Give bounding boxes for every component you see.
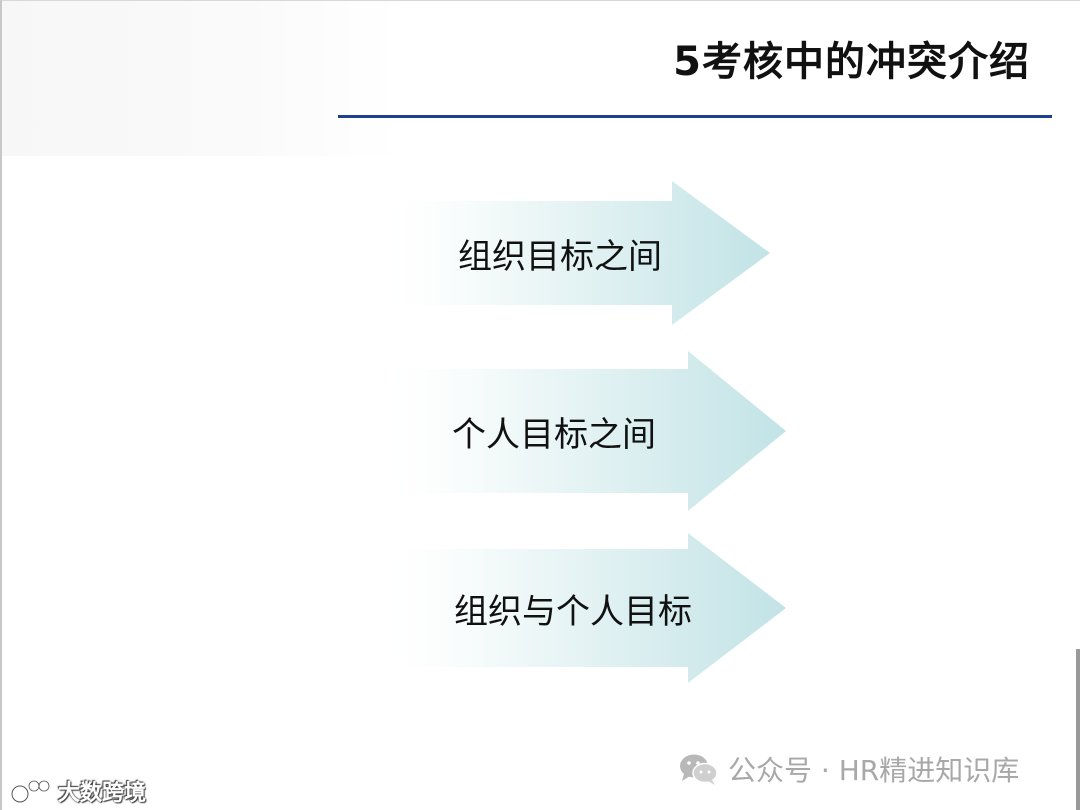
arrow-label-3: 组织与个人目标: [454, 591, 692, 632]
title-divider: [338, 115, 1052, 118]
arrow-label-2: 个人目标之间: [452, 414, 656, 455]
brand-logo-icon: [10, 779, 51, 804]
arrow-1-graphic: [374, 181, 770, 325]
arrow-3-graphic: [374, 533, 786, 683]
arrow-shape-1: 组织目标之间: [374, 181, 770, 325]
brand-text: 大数跨境: [58, 781, 147, 806]
slide-title: 5考核中的冲突介绍: [673, 39, 1030, 85]
arrow-shape-2: 个人目标之间: [374, 351, 786, 511]
watermark: 公众号 · HR精进知识库: [678, 749, 1019, 789]
wechat-icon: [680, 754, 718, 785]
right-edge-line: [1076, 649, 1080, 810]
watermark-text: 公众号 · HR精进知识库: [728, 754, 1020, 787]
arrow-shape-3: 组织与个人目标: [374, 533, 786, 683]
arrow-label-1: 组织目标之间: [458, 236, 662, 277]
header-fade: [2, 1, 402, 156]
arrow-2-graphic: [374, 351, 786, 511]
brand: 大数跨境: [10, 775, 146, 807]
